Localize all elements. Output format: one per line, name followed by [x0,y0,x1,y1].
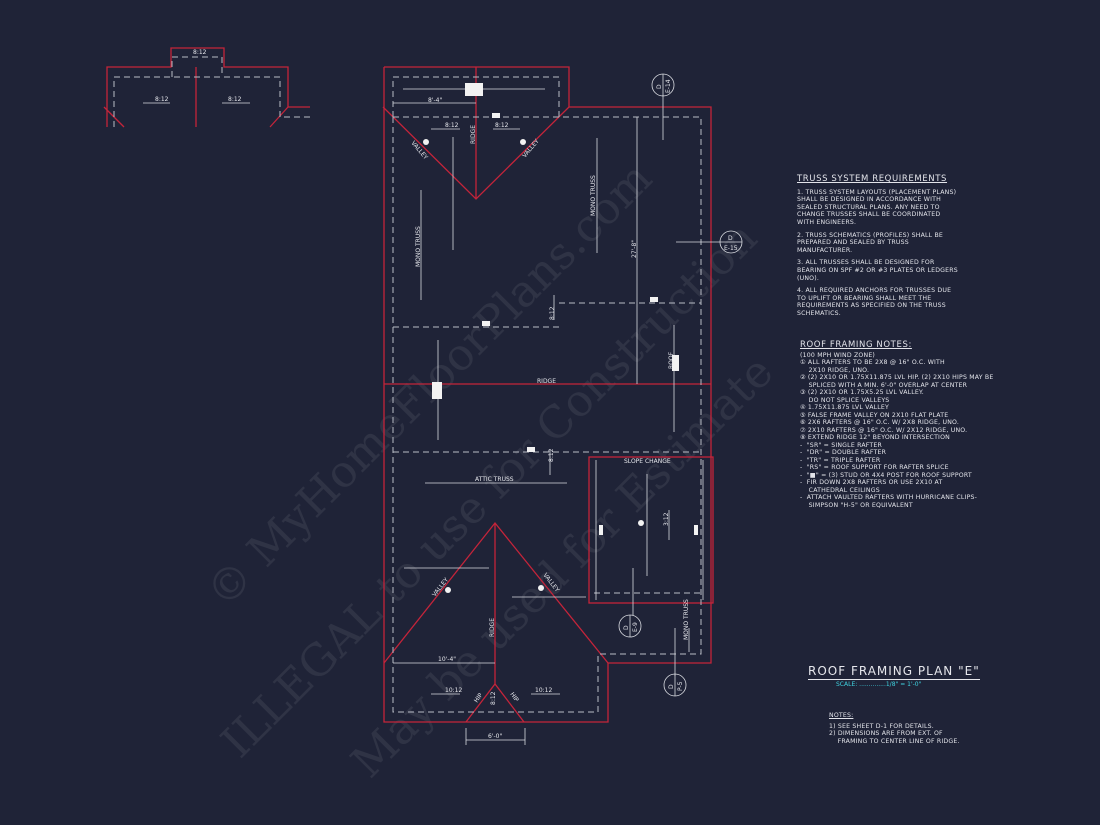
svg-text:MONO TRUSS: MONO TRUSS [683,599,690,640]
svg-text:D: D [656,84,663,89]
roof-framing-note-line: ⑧ EXTEND RIDGE 12" BEYOND INTERSECTION [800,434,950,441]
section-callout-e15[interactable]: D E-15 [719,230,743,254]
svg-text:RIDGE: RIDGE [489,618,496,637]
svg-text:8:12: 8:12 [193,49,207,56]
roof-framing-note-line: - "DR" = DOUBLE RAFTER [800,449,887,456]
roof-framing-note-line: ③ (2) 2x10 OR 1.75x5.25 LVL VALLEY. [800,389,924,396]
plan-labels: 8'-4" 8:12 8:12 RIDGE VALLEY VALLEY MONO… [409,97,690,740]
roof-framing-note-line: - "■" = (3) STUD OR 4x4 POST FOR ROOF SU… [800,471,972,479]
roof-framing-notes: ROOF FRAMING NOTES: (100 MPH WIND ZONE)①… [800,340,993,510]
note-line: 1) SEE SHEET D-1 FOR DETAILS. [829,722,934,730]
svg-text:27'-8": 27'-8" [631,240,638,258]
svg-text:D: D [668,684,675,689]
roof-framing-note-line: ⑥ 2x6 RAFTERS @ 16" O.C. W/ 2x8 RIDGE, U… [800,419,960,426]
svg-text:D: D [728,235,733,242]
roof-framing-note-line: ④ 1.75x11.875 LVL VALLEY [800,404,890,411]
roof-framing-note-line: - "SR" = SINGLE RAFTER [800,441,883,449]
svg-text:ATTIC TRUSS: ATTIC TRUSS [475,476,514,483]
note-line: FRAMING TO CENTER LINE OF RIDGE. [829,737,960,745]
roof-framing-note-line: - ATTACH VAULTED RAFTERS WITH HURRICANE … [800,494,978,501]
main-roof-outline [382,66,714,723]
roof-framing-notes-heading: ROOF FRAMING NOTES: [800,340,912,350]
plan-scale: SCALE: ..............1/8" = 1'-0" [836,681,922,688]
svg-text:MONO TRUSS: MONO TRUSS [415,226,422,267]
svg-text:10:12: 10:12 [535,687,552,694]
truss-requirement-1: 1. TRUSS SYSTEM LAYOUTS (PLACEMENT PLANS… [797,188,957,226]
post-markers [423,83,698,593]
svg-text:8:12: 8:12 [228,96,242,103]
roof-framing-note-line: ⑤ FALSE FRAME VALLEY ON 2x10 FLAT PLATE [800,411,949,419]
svg-text:P-5: P-5 [677,681,684,691]
roof-framing-note-line: - "TR" = TRIPLE RAFTER [800,456,881,464]
roof-framing-note-line: ① ALL RAFTERS TO BE 2x8 @ 16" O.C. WITH [800,359,945,366]
svg-text:SLOPE CHANGE: SLOPE CHANGE [624,458,671,465]
partial-roof-detail: 8:12 8:12 8:12 [103,47,310,128]
svg-text:HIP: HIP [473,692,485,704]
svg-text:3:12: 3:12 [663,512,670,526]
svg-text:RIDGE: RIDGE [537,378,556,385]
truss-arrows [393,88,720,745]
notes-heading: NOTES: [829,712,854,719]
svg-text:E-15: E-15 [724,245,738,252]
roof-framing-note-line: SPLICED WITH A MIN. 6'-0" OVERLAP AT CEN… [800,381,968,389]
roof-framing-note-line: 2x10 RIDGE, UNO. [800,366,870,374]
roof-framing-note-line: ⑦ 2x10 RAFTERS @ 16" O.C. W/ 2x12 RIDGE,… [800,426,968,434]
svg-text:8:12: 8:12 [155,96,169,103]
svg-text:10'-4": 10'-4" [438,656,456,663]
svg-text:8'-4": 8'-4" [428,97,442,104]
svg-text:10:12: 10:12 [445,687,462,694]
truss-requirements-heading: TRUSS SYSTEM REQUIREMENTS [797,174,948,184]
note-line: 2) DIMENSIONS ARE FROM EXT. OF [829,730,943,738]
svg-text:8:12: 8:12 [495,122,509,129]
general-notes: NOTES: 1) SEE SHEET D-1 FOR DETAILS. 2) … [829,712,960,745]
plan-title: ROOF FRAMING PLAN "E" [808,664,980,680]
svg-text:ROOF: ROOF [668,351,675,369]
roof-framing-notes-list: (100 MPH WIND ZONE)① ALL RAFTERS TO BE 2… [800,352,993,510]
svg-text:6'-0": 6'-0" [488,733,502,740]
svg-text:8:12: 8:12 [490,691,497,705]
svg-text:8:12: 8:12 [445,122,459,129]
roof-framing-note-line: - "RS" = ROOF SUPPORT FOR RAFTER SPLICE [800,464,949,471]
roof-framing-note-line: CATHEDRAL CEILINGS [800,486,880,494]
svg-text:D: D [623,625,630,630]
roof-framing-note-line: SIMPSON "H-5" OR EQUIVALENT [800,501,913,509]
svg-text:8:12: 8:12 [548,448,555,462]
roof-framing-note-line: ② (2) 2x10 OR 1.75x11.875 LVL HIP. (2) 2… [800,374,994,381]
svg-text:E-9: E-9 [632,622,639,632]
svg-text:RIDGE: RIDGE [470,125,477,144]
bearing-wall-lines [392,76,704,713]
svg-text:8:12: 8:12 [549,306,556,320]
svg-text:E-14: E-14 [665,79,672,93]
roof-framing-note-line: - FIR DOWN 2x8 RAFTERS OR USE 2x10 AT [800,479,943,486]
svg-text:HIP: HIP [508,691,520,703]
truss-system-requirements: TRUSS SYSTEM REQUIREMENTS 1. TRUSS SYSTE… [797,174,958,323]
roof-framing-note-line: (100 MPH WIND ZONE) [800,351,876,359]
svg-text:MONO TRUSS: MONO TRUSS [590,175,597,216]
roof-framing-note-line: DO NOT SPLICE VALLEYS [800,396,890,404]
